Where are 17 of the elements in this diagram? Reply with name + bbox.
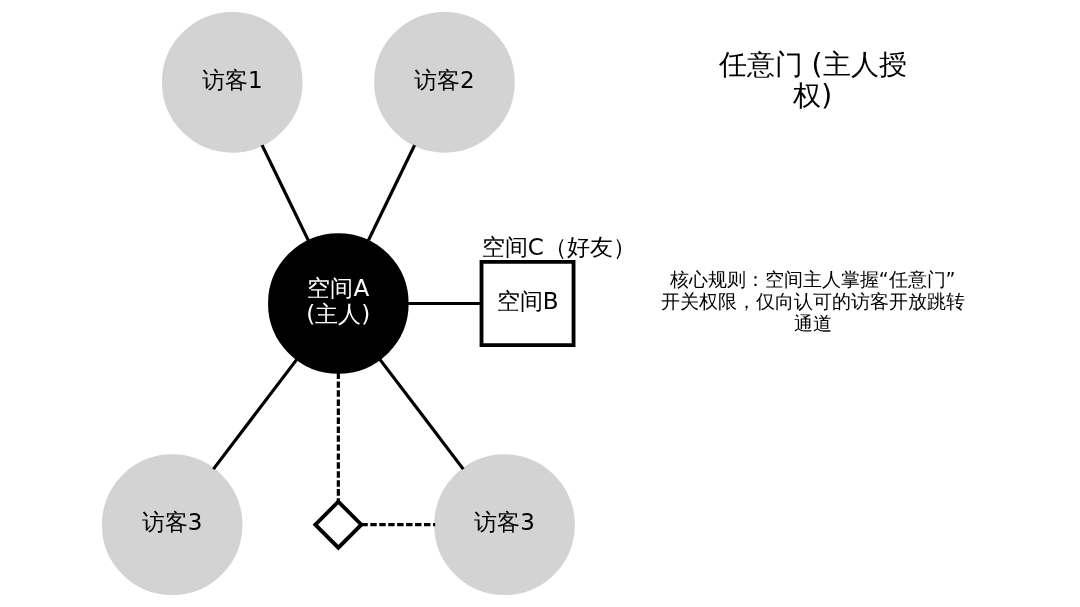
node-circle: 空间A (主人) bbox=[268, 233, 409, 374]
connector bbox=[378, 358, 465, 471]
connector bbox=[212, 358, 299, 471]
connector bbox=[260, 144, 310, 242]
node-circle: 访客3 bbox=[434, 454, 575, 595]
node-circle: 访客3 bbox=[101, 454, 243, 595]
connector bbox=[361, 523, 436, 527]
connector bbox=[366, 144, 417, 242]
label: 核心规则：空间主人掌握“任意门”开关权限，仅向认可的访客开放跳转通道 bbox=[660, 268, 965, 335]
node-circle: 访客2 bbox=[374, 12, 515, 153]
node-diamond bbox=[312, 498, 365, 551]
connector bbox=[336, 372, 340, 502]
node-circle: 访客1 bbox=[161, 12, 303, 153]
label: 任意门 (主人授权) bbox=[718, 48, 907, 112]
node-label: 空间C（好友） bbox=[481, 233, 636, 260]
node-box: 空间B bbox=[479, 260, 576, 347]
connector bbox=[407, 301, 482, 306]
